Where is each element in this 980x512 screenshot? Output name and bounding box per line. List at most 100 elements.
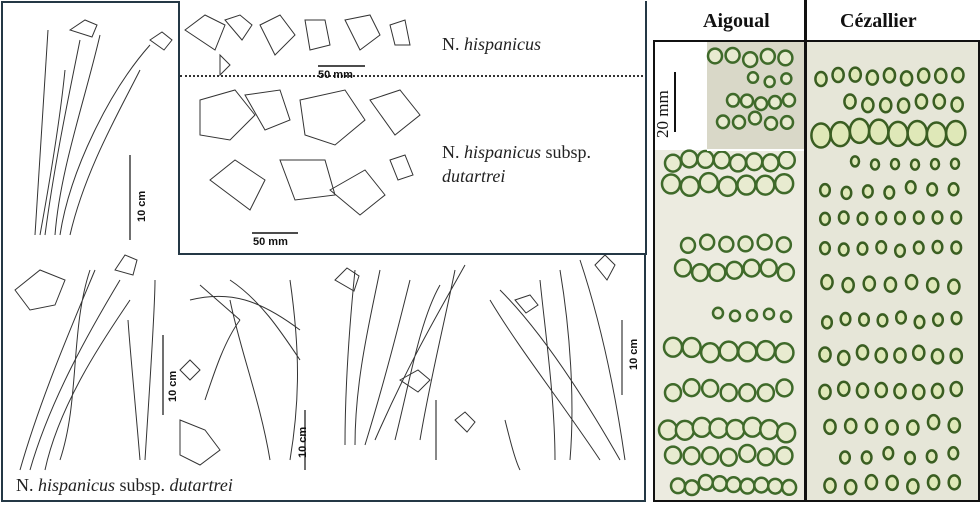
leaf-section (903, 450, 917, 466)
leaf-section (932, 93, 947, 110)
column-header-aigoual: Aigoual (703, 10, 770, 32)
leaf-section (763, 75, 776, 89)
plant-drawing-3 (179, 279, 301, 466)
leaf-section (867, 118, 890, 145)
leaf-section (855, 344, 870, 361)
leaf-section (836, 349, 851, 367)
leaf-section (864, 473, 879, 491)
leaf-section (781, 92, 797, 108)
species-label-hispanicus: N. hispanicus (442, 34, 542, 54)
leaf-section (775, 378, 794, 398)
scale-label-50mm-top: 50 mm (318, 69, 353, 81)
leaf-section (725, 260, 744, 280)
leaf-section (818, 211, 832, 227)
leaf-section (766, 477, 784, 495)
leaf-section (780, 72, 793, 86)
leaf-section (779, 114, 795, 130)
leaf-section (883, 185, 896, 200)
leaf-section (947, 417, 962, 434)
leaf-section (930, 348, 945, 365)
leaf-section (947, 446, 960, 461)
scale-label-10cm-2: 10 cm (167, 370, 179, 402)
leaf-section (728, 309, 742, 323)
column-header-cezallier: Cézallier (840, 10, 917, 32)
leaf-section (947, 474, 962, 491)
leaf-section (700, 446, 720, 466)
leaf-section (753, 96, 769, 112)
leaf-section (779, 310, 793, 324)
leaf-section (745, 308, 759, 322)
leaf-section (911, 383, 926, 401)
leaf-section (746, 71, 760, 85)
leaf-section (741, 51, 759, 69)
leaf-section (728, 153, 748, 173)
leaf-section (949, 157, 961, 170)
leaf-section (896, 97, 911, 114)
leaf-section (739, 477, 756, 495)
leaf-section (860, 450, 873, 465)
leaf-section (944, 119, 967, 147)
leaf-section (885, 474, 899, 492)
plant-drawing-2 (14, 254, 156, 471)
leaf-section (950, 96, 964, 113)
leaf-section (742, 258, 761, 278)
leaf-section (718, 235, 735, 253)
leaf-section (756, 233, 773, 251)
leaf-section (738, 443, 757, 464)
leaf-section (663, 383, 683, 403)
leaf-cross-sections (655, 42, 978, 500)
leaf-section (950, 210, 963, 225)
leaf-section (700, 378, 720, 399)
leaf-section (712, 150, 731, 170)
leaf-section (725, 92, 741, 108)
leaf-section (708, 417, 729, 439)
leaf-section (818, 383, 832, 401)
leaf-section (660, 173, 682, 195)
inset-flower-panel (178, 1, 647, 255)
leaf-section (875, 210, 888, 226)
leaf-section (883, 276, 898, 293)
leaf-section (837, 210, 850, 225)
plant-drawing-4 (334, 264, 476, 460)
plant-drawing-1 (34, 19, 173, 236)
leaf-section (925, 276, 940, 294)
leaf-section (848, 66, 863, 83)
leaf-section (820, 273, 834, 291)
leaf-section (933, 67, 948, 85)
leaf-section (818, 346, 832, 363)
leaf-section (697, 473, 715, 491)
leaf-section (912, 240, 925, 255)
leaf-section (823, 477, 837, 494)
leaf-section (674, 419, 696, 441)
leaf-section (876, 313, 889, 328)
leaf-section (731, 114, 747, 130)
leaf-section (864, 417, 879, 435)
leaf-section (857, 312, 871, 327)
species-label-dutartrei-inset: N. hispanicus subsp.dutartrei (442, 142, 592, 186)
leaf-section (738, 383, 757, 403)
leaf-section (681, 336, 702, 359)
leaf-section (949, 347, 964, 365)
leaf-section (894, 310, 908, 325)
leaf-section (882, 445, 895, 461)
leaf-section (893, 243, 907, 258)
leaf-section (719, 382, 738, 403)
leaf-section (699, 341, 721, 364)
leaf-section (737, 341, 758, 363)
leaf-section (776, 262, 796, 282)
leaf-section (951, 66, 965, 84)
species-label-dutartrei-bottom: N. hispanicus subsp. dutartrei (16, 475, 233, 495)
leaf-section (856, 241, 869, 256)
leaf-section (780, 478, 798, 497)
scale-label-10cm-3: 10 cm (297, 426, 309, 458)
leaf-section (690, 262, 710, 283)
leaf-section (855, 382, 870, 399)
leaf-section (711, 474, 728, 493)
leaf-section (742, 416, 763, 438)
leaf-section (909, 158, 921, 171)
leaf-section (725, 418, 746, 441)
leaf-section (691, 416, 712, 439)
leaf-section (680, 149, 699, 169)
scale-label-10cm-1: 10 cm (136, 190, 148, 222)
leaf-section (698, 171, 719, 194)
